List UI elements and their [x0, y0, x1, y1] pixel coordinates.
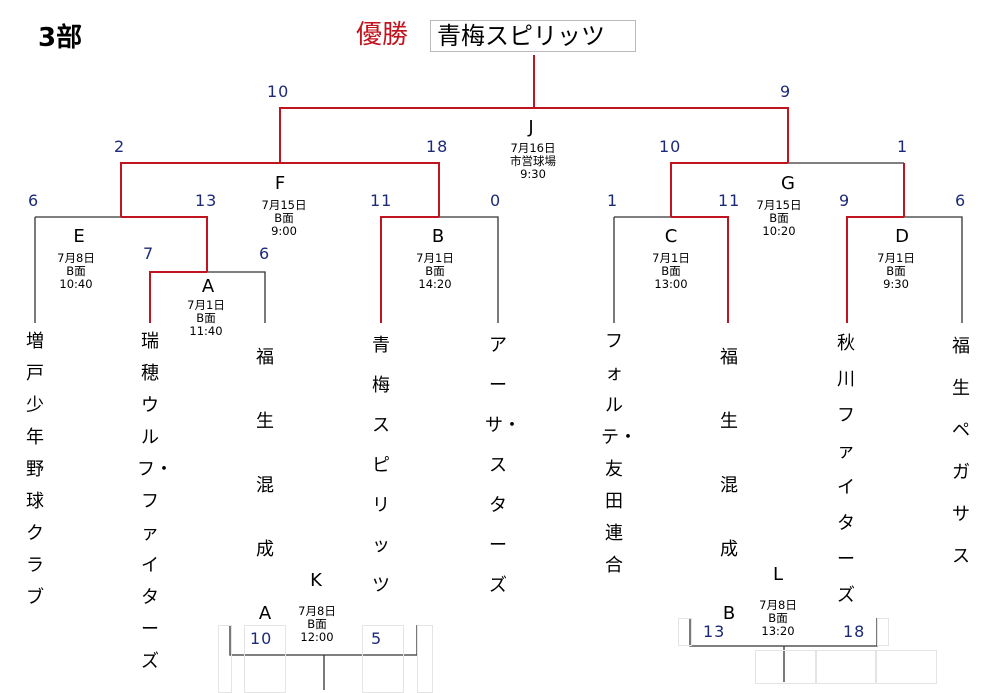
grid-cell — [815, 650, 877, 684]
line-b-right — [439, 216, 499, 323]
score-a-right: 6 — [259, 244, 271, 263]
line-a-right — [207, 271, 266, 323]
winner-line-f — [280, 162, 440, 217]
winner-line-e-up — [120, 162, 280, 217]
match-info-c: 7月1日 B面 13:00 — [652, 251, 690, 291]
score-j-left: 10 — [267, 82, 290, 101]
match-info-d: 7月1日 B面 9:30 — [877, 251, 915, 291]
grid-cell — [877, 618, 889, 646]
match-info-k: 7月8日 B面 12:00 — [298, 604, 336, 644]
score-b-left: 11 — [370, 191, 393, 210]
grid-cell — [218, 625, 232, 693]
winner-line-e — [121, 216, 208, 272]
match-info-b: 7月1日 B面 14:20 — [416, 251, 454, 291]
match-label-c: C — [664, 226, 678, 247]
score-d-left: 9 — [839, 191, 851, 210]
score-j-right: 9 — [780, 82, 792, 101]
winner-line-f-up — [279, 107, 534, 163]
division-title: 3部 — [38, 23, 83, 53]
match-label-f: F — [274, 173, 286, 194]
match-label-a: A — [201, 276, 215, 297]
line-d-right — [904, 216, 963, 323]
match-label-j: J — [528, 117, 534, 138]
score-d-right: 6 — [955, 191, 967, 210]
team-name-9: 福生ペガサス — [952, 336, 970, 567]
score-g-left: 10 — [659, 137, 682, 156]
match-label-b: B — [431, 226, 445, 247]
score-k-left: 10 — [250, 629, 273, 648]
match-label-l: L — [772, 564, 784, 585]
winner-line-c — [671, 216, 729, 323]
match-label-e: E — [73, 226, 85, 247]
match-label-g: G — [781, 173, 795, 194]
grid-cell — [875, 650, 937, 684]
winner-line-c-up — [670, 162, 788, 217]
team-name-5: アーサ・スターズ — [485, 335, 521, 596]
team-name-6: フォルテ・友田連合 — [601, 331, 637, 576]
winner-line-d — [846, 216, 904, 323]
match-info-j: 7月16日 市営球場 9:30 — [510, 141, 556, 181]
grid-cell — [755, 650, 817, 684]
team-name-1: 増戸少年野球クラブ — [26, 331, 44, 608]
score-g-right: 1 — [897, 137, 909, 156]
match-info-f: 7月15日 B面 9:00 — [261, 198, 307, 238]
score-e-right: 13 — [195, 191, 218, 210]
match-info-g: 7月15日 B面 10:20 — [756, 198, 802, 238]
score-f-right: 18 — [426, 137, 449, 156]
score-k-right: 5 — [371, 629, 383, 648]
team-name-7: 福生混成B — [720, 347, 738, 624]
match-label-k: K — [310, 570, 322, 591]
score-c-left: 1 — [607, 191, 619, 210]
champion-team: 青梅スピリッツ — [430, 20, 636, 52]
match-label-d: D — [895, 226, 909, 247]
score-l-right: 18 — [843, 622, 866, 641]
grid-cell — [678, 618, 692, 646]
match-info-e: 7月8日 B面 10:40 — [57, 251, 95, 291]
score-f-left: 2 — [114, 137, 126, 156]
score-a-left: 7 — [143, 244, 155, 263]
match-info-l: 7月8日 B面 13:20 — [759, 598, 797, 638]
match-info-a: 7月1日 B面 11:40 — [187, 298, 225, 338]
winner-line-a — [149, 271, 207, 323]
score-l-left: 13 — [703, 622, 726, 641]
winner-line-g-up — [534, 107, 789, 163]
grid-cell — [417, 625, 433, 693]
score-c-right: 11 — [718, 191, 741, 210]
winner-line-b — [380, 216, 439, 323]
team-name-3: 福生混成A — [256, 347, 274, 624]
team-name-2: 瑞穂ウルフ・ファイターズ — [137, 331, 173, 672]
champion-label: 優勝 — [356, 20, 409, 50]
line-c-left — [613, 216, 671, 323]
grid-cell — [362, 625, 404, 693]
team-name-4: 青梅スピリッツ — [372, 335, 390, 596]
team-name-8: 秋川ファイターズ — [837, 333, 855, 606]
score-e-left: 6 — [28, 191, 40, 210]
score-b-right: 0 — [490, 191, 502, 210]
